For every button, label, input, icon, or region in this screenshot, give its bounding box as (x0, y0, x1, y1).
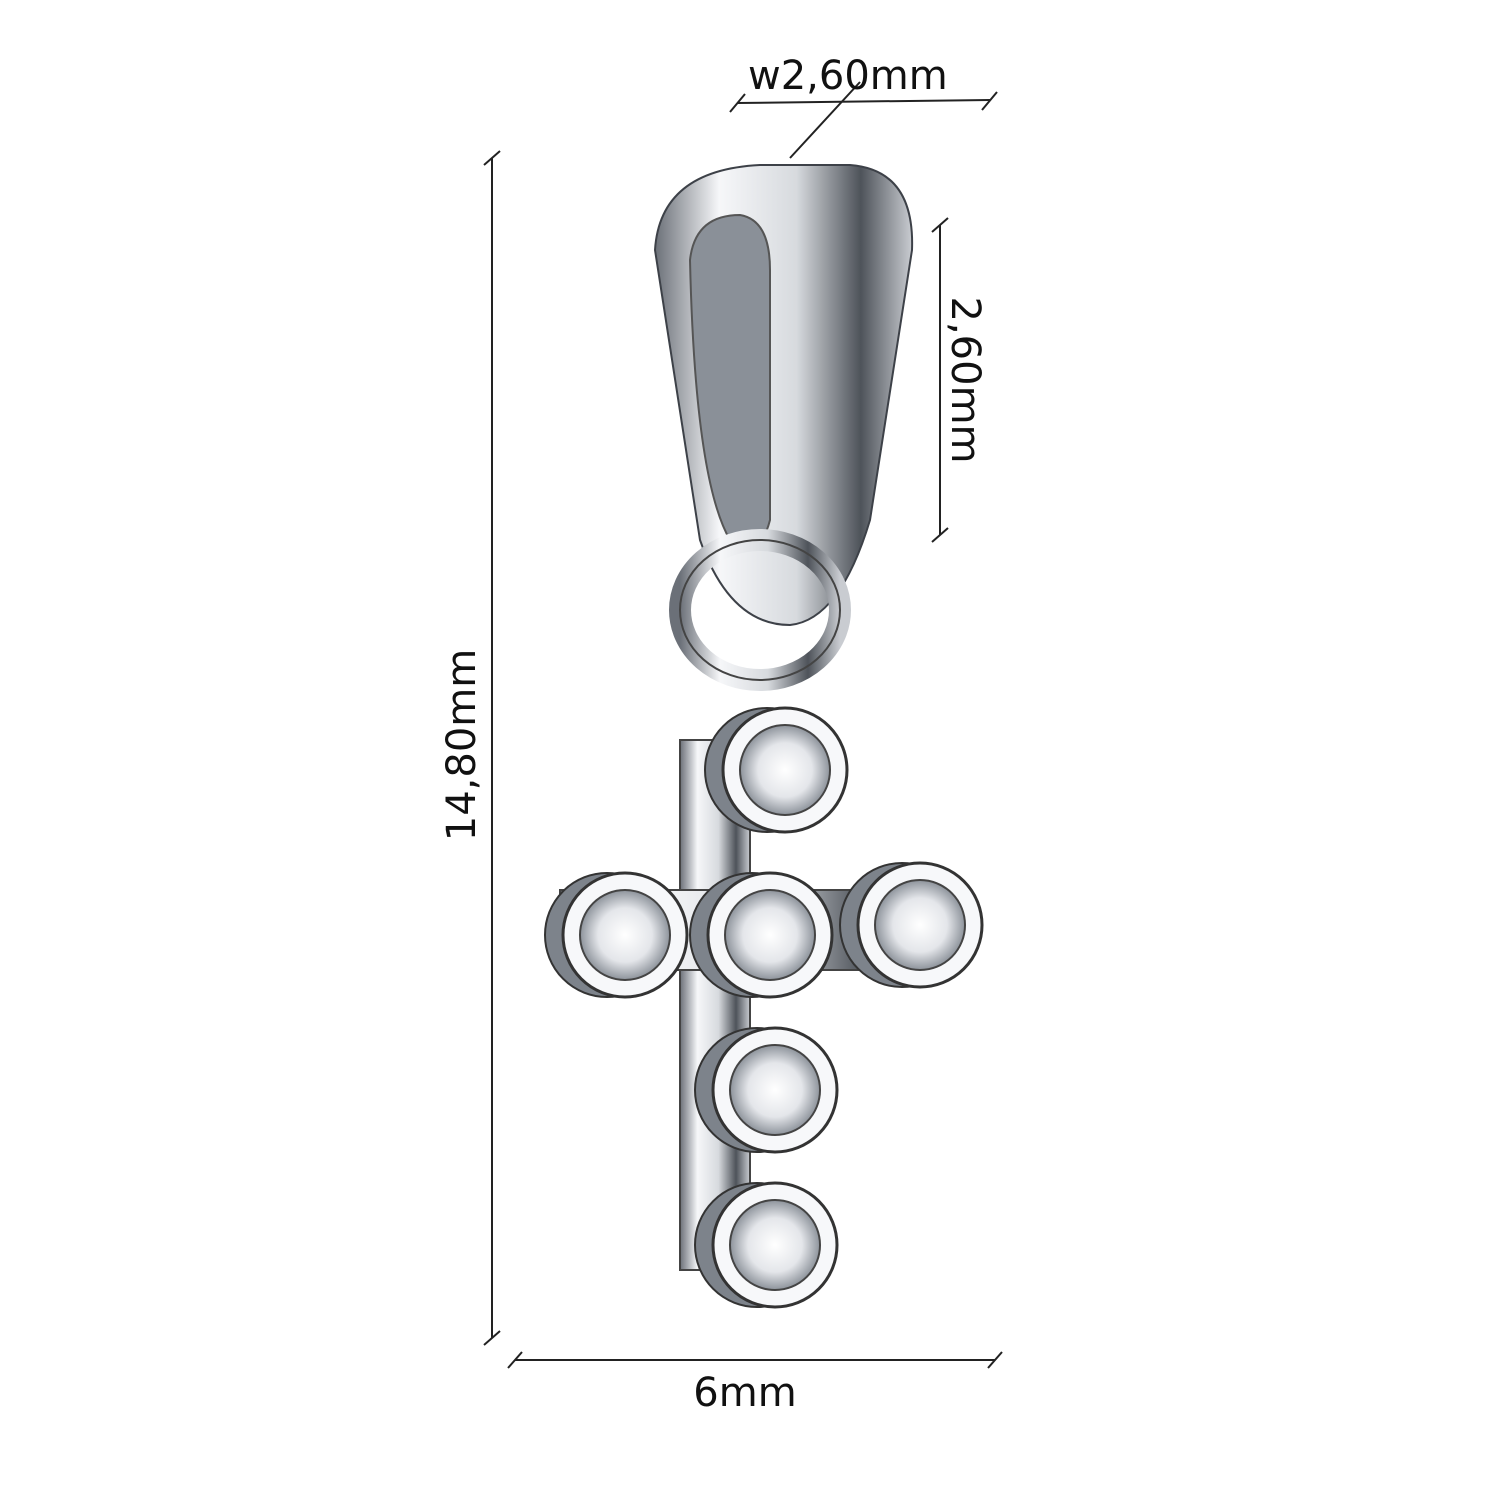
gemstone (739, 724, 831, 816)
gemstone (724, 889, 816, 981)
cross-vertical-bar (679, 739, 751, 1271)
bail-width-line (736, 99, 991, 104)
gemstone (874, 879, 966, 971)
bail (653, 164, 914, 627)
stone-setting-6 (694, 1181, 839, 1309)
bail-opening-label: 2,60mm (942, 296, 988, 464)
bail-width-label: w2,60mm (748, 53, 948, 99)
stone-setting-2 (544, 871, 689, 999)
stone-setting-1 (704, 706, 849, 834)
gemstone (579, 889, 671, 981)
stone-setting-4 (689, 871, 834, 999)
bail-width-leader (789, 81, 861, 159)
cross-width-label: 6mm (693, 1370, 797, 1416)
gemstone (729, 1199, 821, 1291)
stone-setting-3 (839, 861, 984, 989)
stone-setting-5 (694, 1026, 839, 1154)
stone-settings (544, 706, 984, 1309)
total-height-label: 14,80mm (439, 648, 485, 842)
gemstone (729, 1044, 821, 1136)
dimension-lines (483, 81, 1003, 1369)
